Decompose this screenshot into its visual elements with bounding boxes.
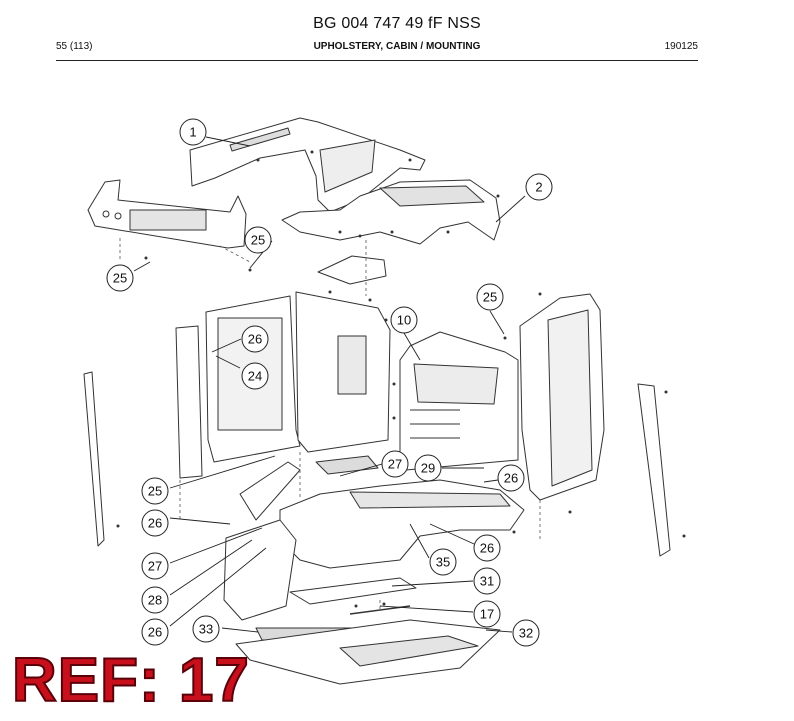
callout-label-c31: 31 <box>480 574 494 589</box>
callout-circle-c17 <box>473 600 501 628</box>
callout-circle-c27a <box>381 450 409 478</box>
callout-label-c26a: 26 <box>248 332 262 347</box>
callout-label-c1: 1 <box>189 125 196 140</box>
part-left-column <box>175 325 203 479</box>
callout-label-c24: 24 <box>248 369 262 384</box>
callout-circle-c25a <box>244 226 272 254</box>
part-left-pillar-trim <box>83 371 105 547</box>
callout-circle-c26a <box>241 325 269 353</box>
callout-label-c17: 17 <box>480 607 494 622</box>
callout-label-c29: 29 <box>421 461 435 476</box>
callout-circle-c27b <box>141 552 169 580</box>
page-number: 55 (113) <box>56 41 93 52</box>
callout-label-c25a: 25 <box>251 233 265 248</box>
callout-label-c26b: 26 <box>504 471 518 486</box>
callout-label-c27a: 27 <box>388 457 402 472</box>
callout-circle-c28 <box>141 586 169 614</box>
callout-label-c32: 32 <box>519 626 533 641</box>
callout-circle-c2 <box>525 173 553 201</box>
callout-label-c25b: 25 <box>113 271 127 286</box>
callout-circle-c24 <box>241 362 269 390</box>
callout-label-c2: 2 <box>535 180 542 195</box>
part-tray-31 <box>289 577 417 605</box>
callout-label-c28: 28 <box>148 593 162 608</box>
section-title: UPHOLSTERY, CABIN / MOUNTING <box>313 41 481 52</box>
callout-label-c26c: 26 <box>148 516 162 531</box>
callout-circle-c26e <box>141 618 169 646</box>
callout-circle-c35 <box>429 548 457 576</box>
callout-circle-c26c <box>141 509 169 537</box>
document-title: BG 004 747 49 fF NSS <box>313 15 481 32</box>
callout-label-c25c: 25 <box>483 290 497 305</box>
callout-circle-c31 <box>473 567 501 595</box>
callout-label-c35: 35 <box>436 555 450 570</box>
callout-circle-c26b <box>497 464 525 492</box>
callout-circle-c33 <box>192 615 220 643</box>
callout-label-c26d: 26 <box>480 541 494 556</box>
callout-label-c27b: 27 <box>148 559 162 574</box>
callout-circle-c25d <box>141 477 169 505</box>
callout-label-c33: 33 <box>199 622 213 637</box>
callout-circle-c25b <box>106 264 134 292</box>
part-right-pillar-trim <box>637 383 671 557</box>
part-bracket <box>317 255 387 285</box>
callout-circle-c1 <box>179 118 207 146</box>
reference-stamp: REF: 17 <box>11 646 250 715</box>
callout-circle-c29 <box>414 454 442 482</box>
callout-circle-c32 <box>512 619 540 647</box>
callout-label-c25d: 25 <box>148 484 162 499</box>
callout-circle-c26d <box>473 534 501 562</box>
callout-circle-c10 <box>390 306 418 334</box>
callout-label-c10: 10 <box>397 313 411 328</box>
header-rule <box>56 60 698 61</box>
callout-label-c26e: 26 <box>148 625 162 640</box>
document-code: 190125 <box>664 41 698 52</box>
part-step-tray <box>223 519 297 621</box>
callout-circle-c25c <box>476 283 504 311</box>
